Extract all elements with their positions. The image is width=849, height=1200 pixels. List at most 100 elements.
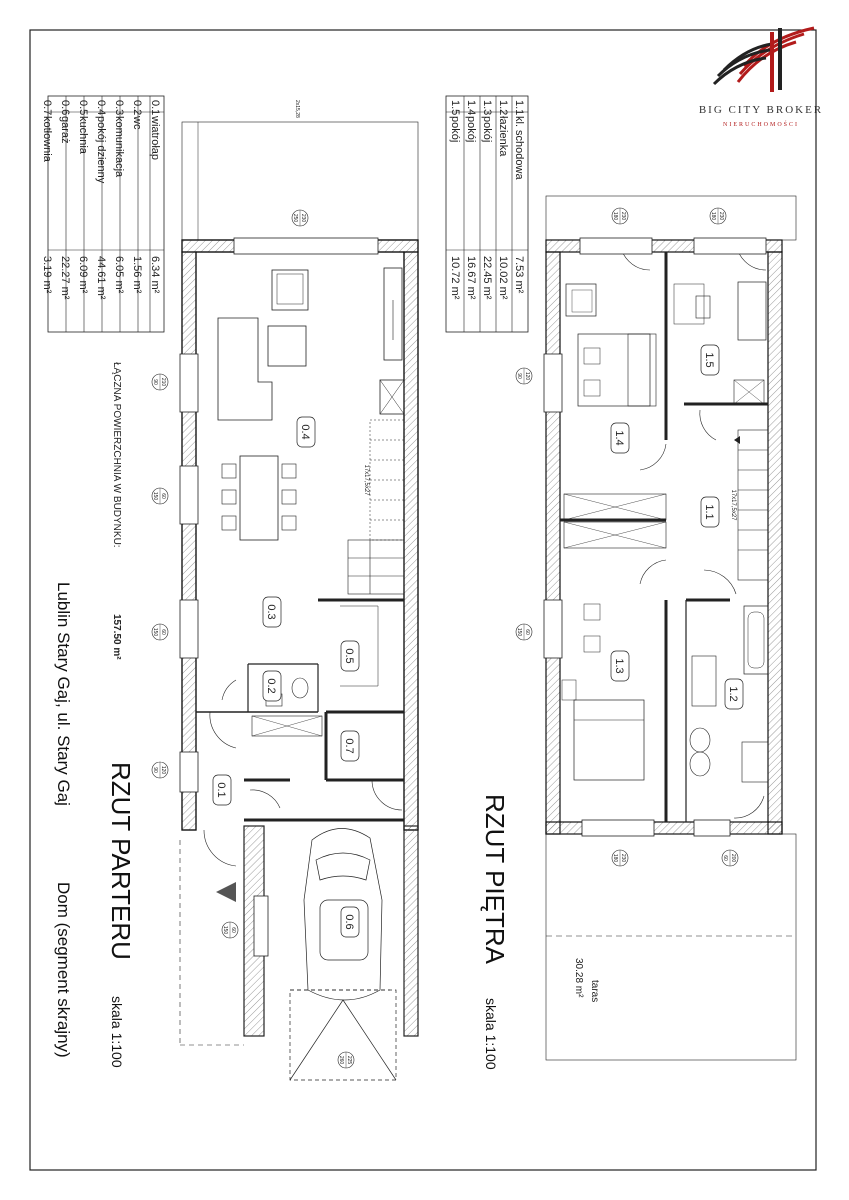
room-table-id: 0.2 bbox=[131, 100, 143, 115]
room-table-id: 0.7 bbox=[41, 100, 53, 115]
first-floor-scale: skala 1:100 bbox=[483, 998, 499, 1070]
ground-floor-dimension-top: 2x15,28 bbox=[294, 100, 300, 118]
window-tag-top: 150 bbox=[516, 628, 522, 637]
window-tag-bottom: 60 bbox=[230, 927, 236, 933]
window-tag-top: 90 bbox=[516, 373, 522, 379]
room-table-area: 6.34 m² bbox=[149, 256, 161, 294]
ground-floor-scale: skala 1:100 bbox=[109, 996, 125, 1068]
window-tag-top: 150 bbox=[152, 628, 158, 637]
room-table-id: 0.1 bbox=[149, 100, 161, 115]
room-table-area: 10.72 m² bbox=[449, 256, 461, 300]
room-tag: 0.3 bbox=[262, 596, 282, 628]
window-tag-top: 90 bbox=[152, 767, 158, 773]
window-tag-bottom: 230 bbox=[620, 854, 626, 863]
room-tag-label: 0.6 bbox=[343, 914, 355, 929]
room-table-name: komunikacja bbox=[113, 116, 125, 178]
room-tag: 1.5 bbox=[700, 344, 720, 376]
room-table-area: 44.61 m² bbox=[95, 256, 107, 300]
room-table-area: 22.45 m² bbox=[481, 256, 493, 300]
window-tag-bottom: 230 bbox=[620, 212, 626, 221]
room-tag: 0.1 bbox=[212, 774, 232, 806]
room-table-area: 3.19 m² bbox=[41, 256, 53, 294]
room-tag: 0.4 bbox=[296, 416, 316, 448]
window-tag-top: 180 bbox=[612, 212, 618, 221]
room-tag-label: 0.4 bbox=[299, 424, 311, 439]
room-table-area: 1.56 m² bbox=[131, 256, 143, 294]
room-tag: 0.6 bbox=[340, 906, 360, 938]
first-floor-room-table bbox=[445, 95, 529, 333]
footer-address: Lublin Stary Gaj, ul. Stary Gaj bbox=[54, 582, 73, 806]
room-tag-label: 1.4 bbox=[613, 430, 625, 445]
room-table-id: 1.5 bbox=[449, 100, 461, 115]
room-tag: 1.2 bbox=[724, 678, 744, 710]
window-tag-bottom: 120 bbox=[160, 766, 166, 775]
ground-floor-title: RZUT PARTERU bbox=[106, 762, 136, 960]
room-tag-label: 0.5 bbox=[343, 648, 355, 663]
window-tag-top: 180 bbox=[710, 212, 716, 221]
room-table-name: wc bbox=[131, 115, 143, 130]
room-table-area: 7.53 m² bbox=[513, 256, 525, 294]
window-tag-bottom: 230 bbox=[718, 212, 724, 221]
window-tag-bottom: 60 bbox=[160, 493, 166, 499]
room-table-area: 6.05 m² bbox=[113, 256, 125, 294]
window-tag-bottom: 210 bbox=[160, 378, 166, 387]
room-tag: 1.4 bbox=[610, 422, 630, 454]
room-table-name: pokój bbox=[465, 116, 477, 142]
window-tag-bottom: 120 bbox=[524, 372, 530, 381]
room-tag-label: 1.5 bbox=[703, 352, 715, 367]
ground-floor-room-table bbox=[47, 95, 165, 333]
ground-floor-walls bbox=[181, 239, 419, 831]
window-tag-bottom: 230 bbox=[300, 214, 306, 223]
room-tag: 1.1 bbox=[700, 496, 720, 528]
window-tag-bottom: 60 bbox=[160, 629, 166, 635]
room-table-id: 0.5 bbox=[77, 100, 89, 115]
window-tag-bottom: 225 bbox=[346, 1056, 352, 1065]
room-tag: 1.3 bbox=[610, 650, 630, 682]
room-table-name: kotłownia bbox=[41, 116, 53, 163]
logo-subtitle: NIERUCHOMOŚCI bbox=[722, 122, 799, 128]
ground-floor-plan bbox=[47, 95, 419, 1081]
room-table-name: pokój dzienny bbox=[95, 116, 107, 184]
skyline-icon bbox=[712, 26, 815, 92]
entrance-marker bbox=[216, 882, 236, 902]
window-tag-top: 60 bbox=[722, 855, 728, 861]
sheet-border bbox=[29, 29, 817, 1171]
ground-floor-room-tags: 0.1 0.2 0.3 0.4 0.5 0.6 0.7 bbox=[212, 416, 360, 938]
room-tag-label: 0.2 bbox=[265, 678, 277, 693]
room-tag-label: 1.3 bbox=[613, 658, 625, 673]
room-tag-label: 1.2 bbox=[727, 686, 739, 701]
window-tag-bottom: 60 bbox=[524, 629, 530, 635]
total-area-value: 157.50 m² bbox=[111, 614, 122, 660]
window-tag-top: 90 bbox=[152, 379, 158, 385]
ground-floor-stairs-label: 17x17,5x27 bbox=[363, 464, 369, 496]
room-table-name: łazienka bbox=[497, 116, 509, 157]
total-area-label: ŁĄCZNA POWIERZCHNIA W BUDYNKU: bbox=[111, 362, 122, 548]
room-table-area: 6.09 m² bbox=[77, 256, 89, 294]
room-table-name: kuchnia bbox=[77, 116, 89, 155]
first-floor-title: RZUT PIĘTRA bbox=[480, 794, 510, 965]
room-table-id: 0.3 bbox=[113, 100, 125, 115]
car-drawing bbox=[289, 828, 397, 1081]
room-tag-label: 0.7 bbox=[343, 738, 355, 753]
room-table-name: pokój bbox=[449, 116, 461, 142]
logo-name: BIG CITY BROKER bbox=[698, 104, 824, 116]
terrace-area: 30.28 m² bbox=[573, 958, 584, 998]
first-floor-room-tags: 1.1 1.2 1.3 1.4 1.5 bbox=[610, 344, 744, 710]
room-table-id: 1.1 bbox=[513, 100, 525, 115]
big-city-broker-logo: BIG CITY BROKER NIERUCHOMOŚCI bbox=[686, 22, 836, 152]
room-table-id: 1.3 bbox=[481, 100, 493, 115]
room-table-id: 1.4 bbox=[465, 100, 477, 115]
room-table-name: garaż bbox=[59, 116, 71, 144]
